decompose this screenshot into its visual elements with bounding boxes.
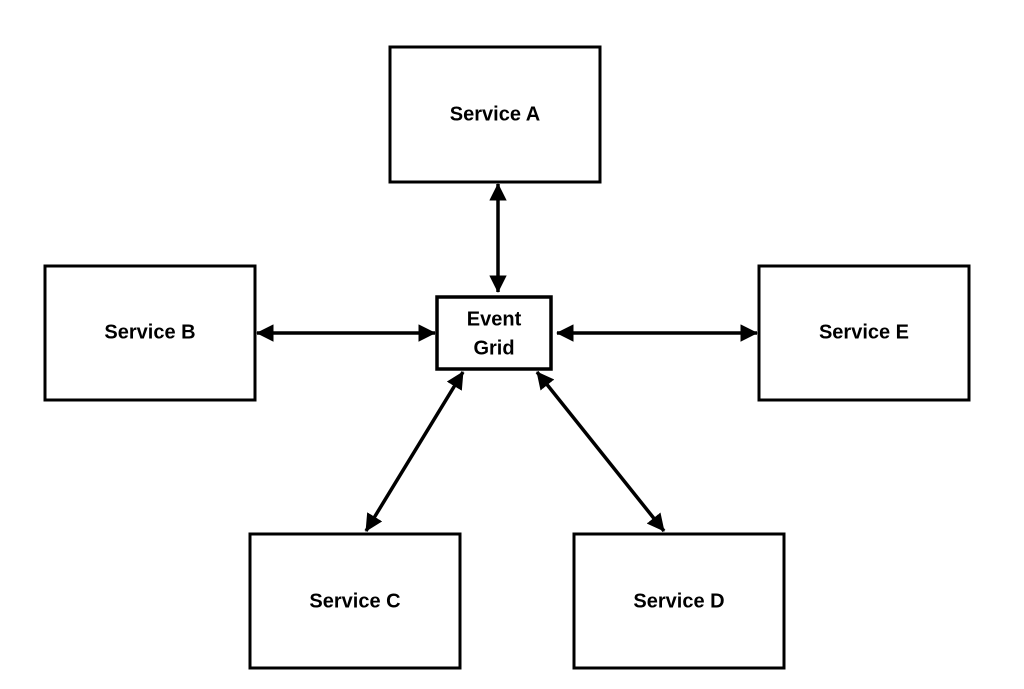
event-grid-label-line1: Event <box>467 308 522 330</box>
service-b-node: Service B <box>43 264 257 402</box>
event-grid-box <box>435 295 553 371</box>
service-a-node: Service A <box>388 45 602 184</box>
event-grid-label-line2: Grid <box>473 337 514 359</box>
service-e-box <box>757 264 971 402</box>
service-a-label: Service A <box>450 103 540 125</box>
connector-d <box>535 370 666 533</box>
service-c-label: Service C <box>309 590 400 612</box>
service-b-box <box>43 264 257 402</box>
service-d-node: Service D <box>572 532 786 670</box>
connectors <box>256 183 758 533</box>
event-grid-node: Event Grid <box>435 295 553 371</box>
service-b-label: Service B <box>104 321 195 343</box>
service-e-node: Service E <box>757 264 971 402</box>
service-c-node: Service C <box>248 532 462 670</box>
connector-c <box>364 371 465 532</box>
service-e-label: Service E <box>819 321 909 343</box>
service-c-box <box>248 532 462 670</box>
service-a-box <box>388 45 602 184</box>
service-d-box <box>572 532 786 670</box>
service-d-label: Service D <box>633 590 724 612</box>
